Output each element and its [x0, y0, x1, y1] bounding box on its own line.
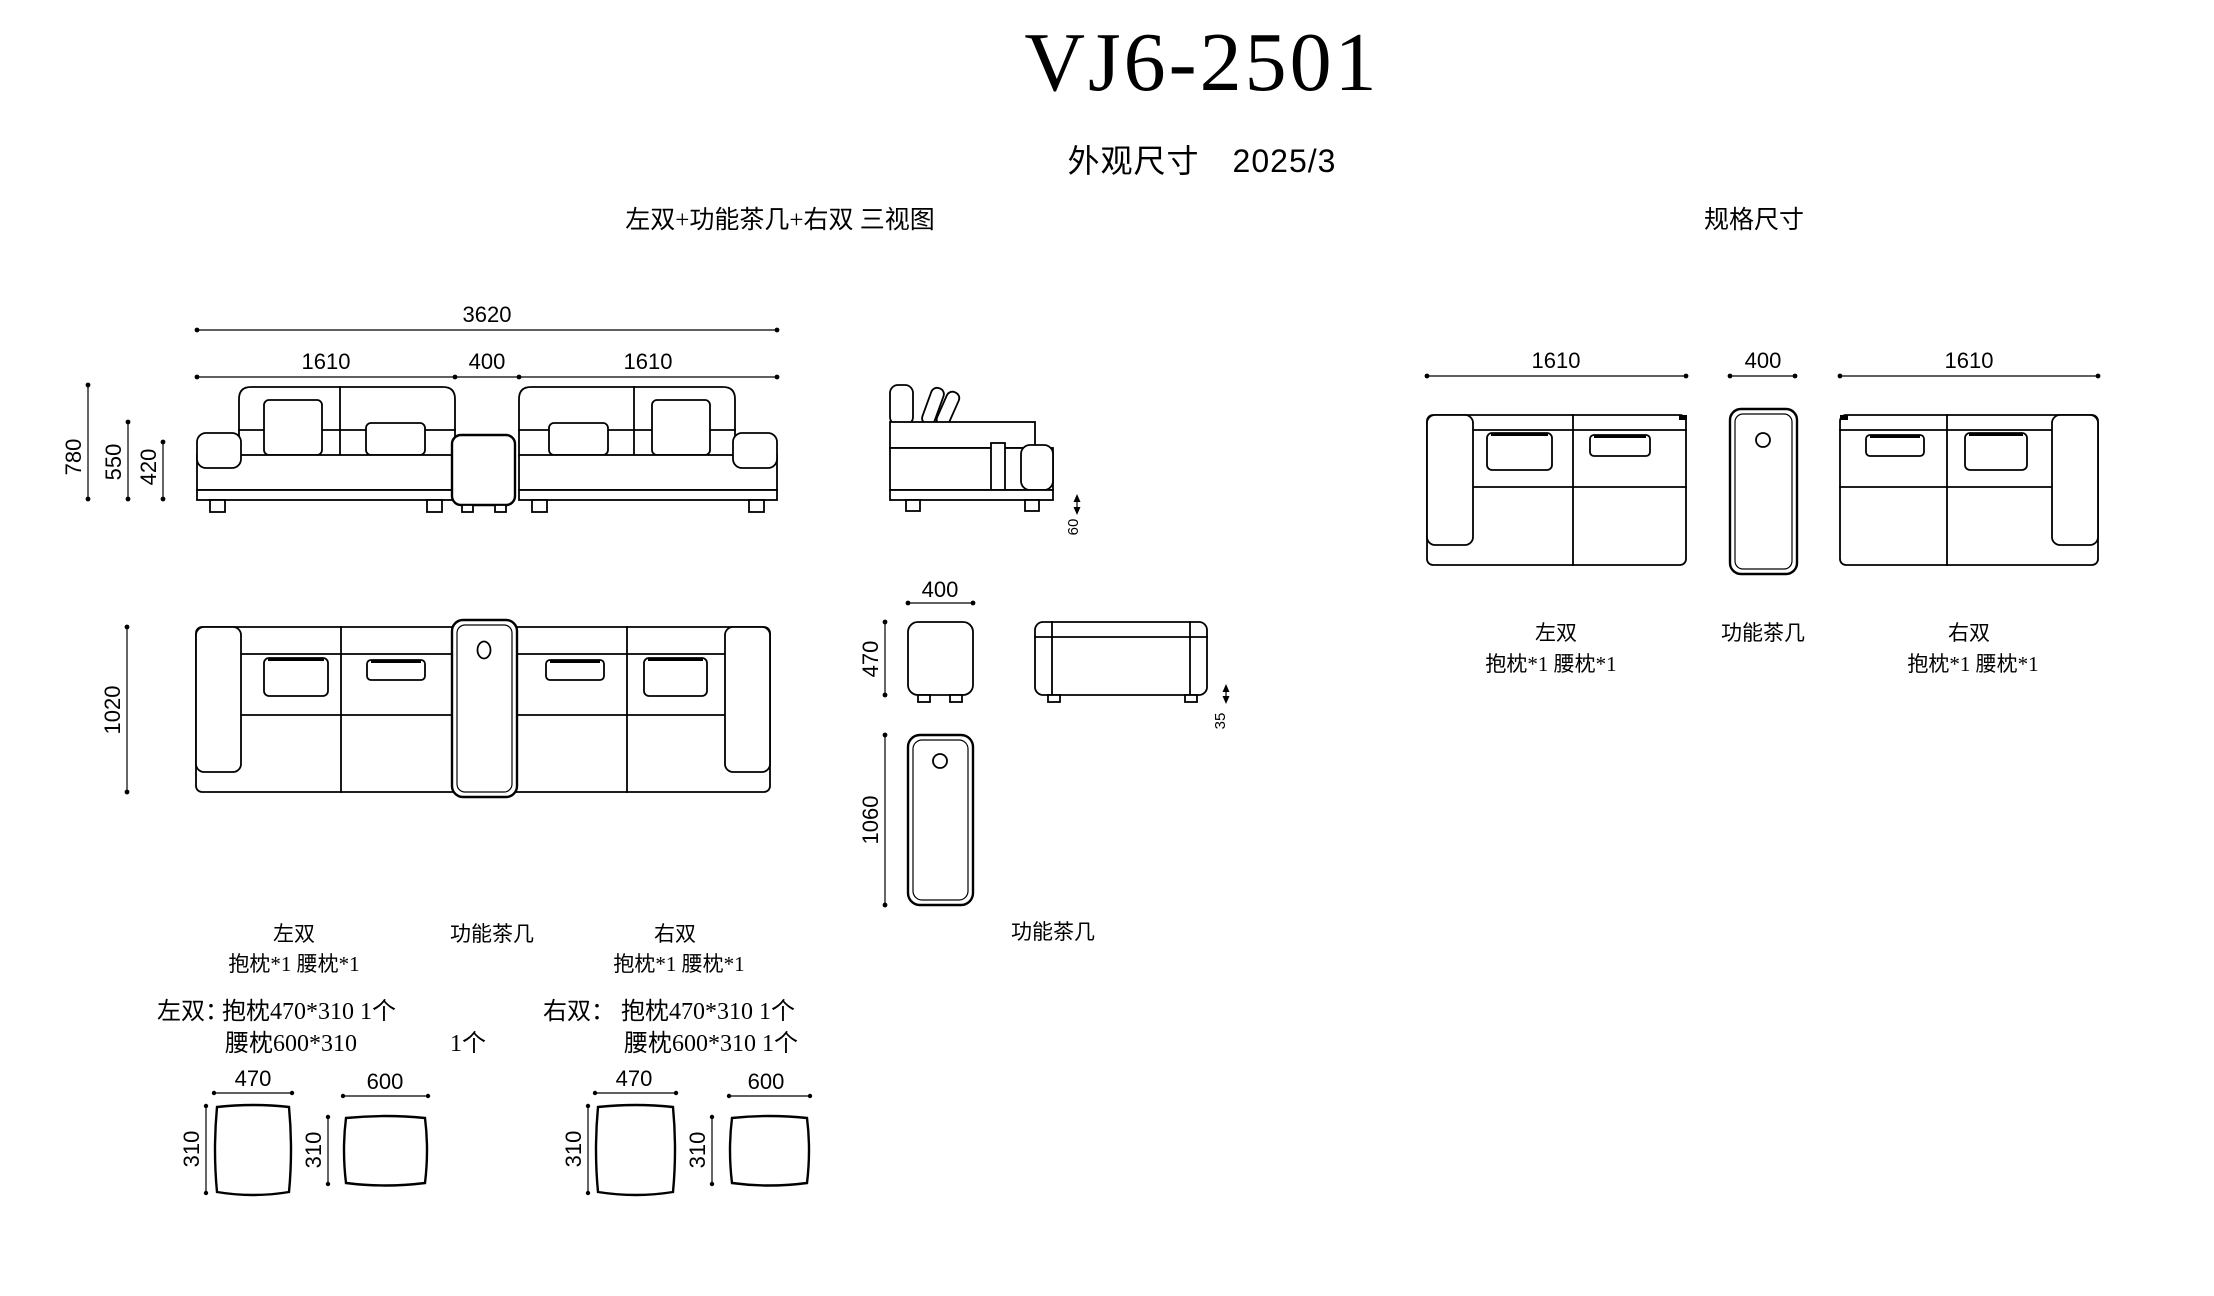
plan-label-right-pillows: 抱枕*1 腰枕*1 [613, 952, 744, 976]
spec-right-sofa [1839, 414, 2099, 566]
plan-label-right-sofa: 右双 [654, 922, 696, 946]
svg-text:35: 35 [1212, 713, 1229, 730]
side-view: 60 [889, 384, 1082, 535]
svg-text:310: 310 [561, 1131, 586, 1168]
front-right-sofa [518, 386, 778, 513]
front-tea-table [450, 433, 517, 513]
front-left-hug-pillow [263, 399, 323, 456]
svg-text:600: 600 [367, 1069, 404, 1094]
dim-front-arm-height: 420 [136, 449, 161, 486]
spec-label-left-sofa: 左双 [1535, 621, 1577, 645]
svg-text:310: 310 [685, 1132, 710, 1169]
dim-front-total: 3620 [463, 302, 512, 327]
ottoman-front-view [907, 621, 974, 703]
dim-front-right-sofa: 1610 [624, 349, 673, 374]
svg-text:310: 310 [301, 1132, 326, 1169]
svg-text:600: 600 [748, 1069, 785, 1094]
front-view-dimensions: 3620 1610 400 1610 780 550 420 [61, 302, 780, 502]
svg-text:470: 470 [616, 1066, 653, 1091]
ottoman-cup-hole [932, 753, 948, 769]
plan-tea-table [450, 618, 519, 799]
left-section-heading: 左双+功能茶几+右双 三视图 [625, 206, 934, 234]
dim-ottoman-length: 1060 [858, 796, 883, 845]
ottoman-label: 功能茶几 [1011, 920, 1095, 944]
spec-right-line1: 抱枕470*310 1个 [621, 998, 795, 1025]
spec-left-sofa [1426, 414, 1687, 566]
spec-left-line2-qty: 1个 [450, 1030, 486, 1057]
pillow-diagram-right-hug: 470 310 [561, 1066, 679, 1197]
plan-view: 1020 [100, 618, 771, 799]
dim-ottoman-width: 400 [922, 577, 959, 602]
dim-ottoman-front-height: 470 [858, 641, 883, 678]
front-right-waist-pillow [548, 422, 609, 456]
plan-right-armrest [724, 626, 771, 773]
spec-right-line2: 腰枕600*310 1个 [624, 1030, 798, 1057]
page-title: VJ6-2501 [1024, 16, 1379, 109]
spec-label-table: 功能茶几 [1721, 621, 1805, 645]
pillow-diagrams: 470 310 600 310 470 310 [179, 1066, 813, 1197]
plan-label-left-sofa: 左双 [273, 922, 315, 946]
header: VJ6-2501 外观尺寸 2025/3 左双+功能茶几+右双 三视图 规格尺寸 [625, 16, 1804, 234]
dim-side-leg: 60 [1065, 494, 1082, 535]
spec-left-line1: 抱枕470*310 1个 [222, 998, 396, 1025]
page-subtitle: 外观尺寸 2025/3 [1068, 143, 1337, 179]
front-right-hug-pillow [651, 399, 711, 456]
spec-views: 1610 400 1610 [1424, 348, 2101, 676]
dim-spec-table: 400 [1745, 348, 1782, 373]
spec-left-line2: 腰枕600*310 [225, 1030, 357, 1057]
spec-labels: 左双 抱枕*1 腰枕*1 功能茶几 右双 抱枕*1 腰枕*1 [1485, 621, 2038, 676]
pillow-diagram-left-waist: 600 310 [301, 1069, 431, 1187]
spec-label-left-pillows: 抱枕*1 腰枕*1 [1485, 652, 1616, 676]
dim-ottoman-leg: 35 [1212, 684, 1230, 729]
plan-left-armrest [195, 626, 242, 773]
plan-label-table: 功能茶几 [450, 922, 534, 946]
plan-label-left-pillows: 抱枕*1 腰枕*1 [228, 952, 359, 976]
spec-tea-table [1728, 407, 1799, 576]
spec-label-right-pillows: 抱枕*1 腰枕*1 [1907, 652, 2038, 676]
pillow-diagram-right-waist: 600 310 [685, 1069, 813, 1187]
dim-front-back-height: 550 [101, 444, 126, 481]
svg-text:310: 310 [179, 1131, 204, 1168]
front-left-armrest [196, 432, 242, 469]
side-armrest [1020, 444, 1054, 491]
ottoman-side-view [1034, 621, 1208, 703]
svg-text:470: 470 [235, 1066, 272, 1091]
dim-spec-left-sofa: 1610 [1532, 348, 1581, 373]
front-left-waist-pillow [365, 422, 426, 456]
ottoman-views: 400 470 35 1060 [858, 577, 1230, 944]
dim-front-left-sofa: 1610 [302, 349, 351, 374]
dim-front-table: 400 [469, 349, 506, 374]
front-right-armrest [732, 432, 778, 469]
front-left-sofa [196, 386, 456, 513]
spec-label-right-sofa: 右双 [1948, 621, 1990, 645]
spec-left-title: 左双： [157, 998, 229, 1025]
dim-front-height: 780 [61, 439, 86, 476]
front-view [196, 386, 778, 513]
pillow-spec-text: 左双： 抱枕470*310 1个 腰枕600*310 1个 右双： 抱枕470*… [157, 998, 798, 1057]
plan-labels: 左双 抱枕*1 腰枕*1 功能茶几 右双 抱枕*1 腰枕*1 [228, 922, 744, 976]
right-section-heading: 规格尺寸 [1704, 206, 1804, 234]
dim-spec-right-sofa: 1610 [1945, 348, 1994, 373]
side-divider [990, 442, 1006, 491]
spec-right-armrest [2051, 414, 2099, 546]
spec-left-armrest [1426, 414, 1474, 546]
plan-pillows [263, 657, 708, 697]
side-back-post [889, 384, 914, 426]
svg-text:60: 60 [1065, 519, 1082, 536]
spec-table-cup-hole [1755, 432, 1771, 448]
spec-right-title: 右双： [543, 998, 615, 1025]
plan-table-cup-hole [476, 640, 492, 660]
ottoman-plan-view [906, 733, 975, 907]
dim-plan-depth: 1020 [100, 686, 125, 735]
pillow-diagram-left-hug: 470 310 [179, 1066, 295, 1197]
